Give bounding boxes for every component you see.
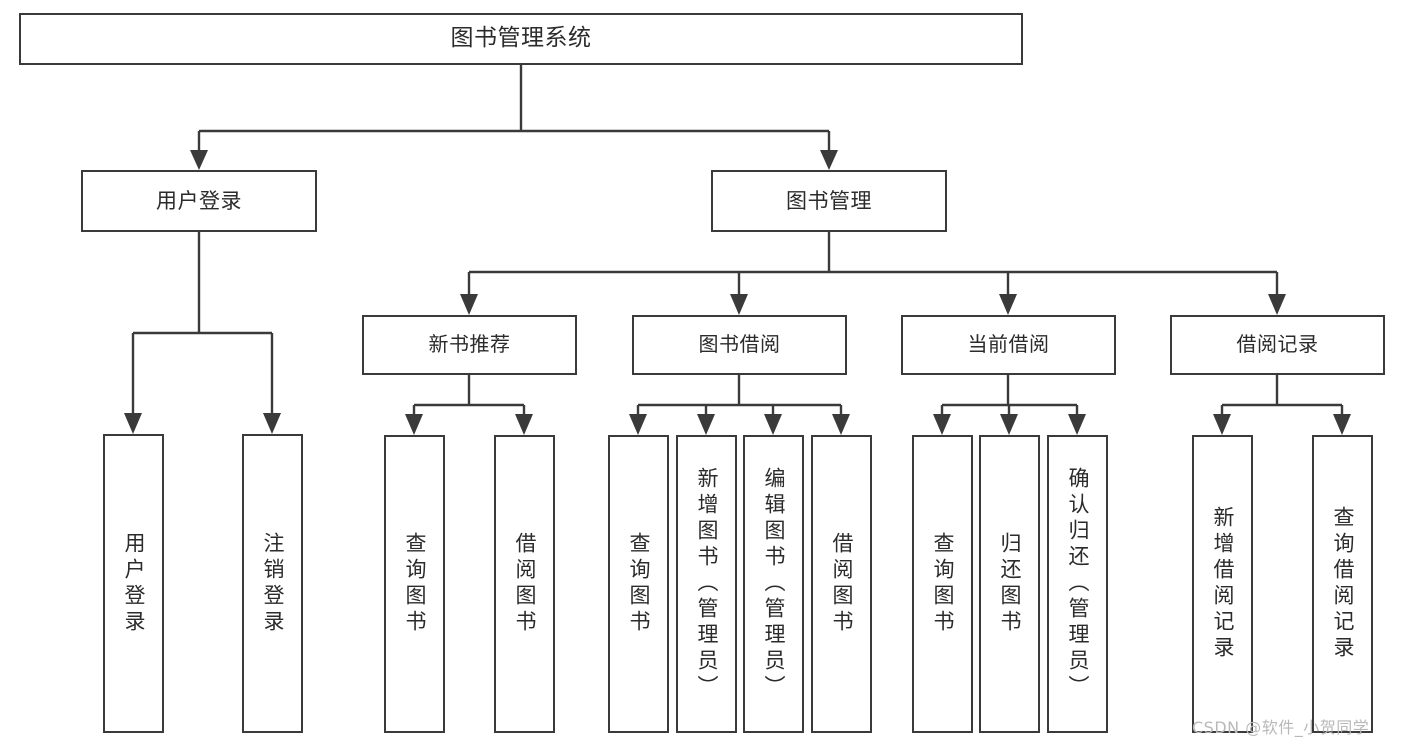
arrow-head-current-borrow — [999, 294, 1017, 315]
node-label: 注销登录 — [261, 531, 285, 636]
arrow-head-user-login — [190, 150, 208, 170]
node-label: 查询借阅记录 — [1331, 506, 1355, 662]
arrow-head-book-borrow — [730, 294, 748, 315]
node-label: 编辑图书（管理员） — [762, 467, 786, 701]
arrow-head-leaf-logout-login — [263, 413, 281, 434]
node-label: 查询图书 — [627, 532, 651, 636]
arrow-head-leaf-query-book-3 — [933, 414, 951, 435]
node-leaf-borrow-book-1[interactable]: 借阅图书 — [494, 435, 555, 733]
node-leaf-borrow-book-2[interactable]: 借阅图书 — [811, 435, 872, 733]
node-leaf-confirm-return[interactable]: 确认归还（管理员） — [1047, 435, 1108, 733]
node-label: 借阅记录 — [1236, 332, 1319, 357]
arrow-head-borrow-record — [1268, 294, 1286, 315]
arrow-head-leaf-add-book — [697, 414, 715, 435]
node-leaf-query-book-1[interactable]: 查询图书 — [384, 435, 445, 733]
node-borrow-record[interactable]: 借阅记录 — [1170, 315, 1385, 375]
node-leaf-query-record[interactable]: 查询借阅记录 — [1312, 435, 1373, 733]
node-label: 图书管理 — [786, 188, 872, 213]
node-leaf-return-book[interactable]: 归还图书 — [979, 435, 1040, 733]
node-label: 当前借阅 — [967, 332, 1050, 357]
node-label: 新增借阅记录 — [1211, 506, 1235, 662]
arrow-head-book-management — [820, 150, 838, 170]
node-label: 借阅图书 — [513, 532, 537, 636]
arrow-head-leaf-confirm-return — [1068, 414, 1086, 435]
node-label: 新增图书（管理员） — [695, 467, 719, 701]
arrow-head-leaf-borrow-book-2 — [832, 414, 850, 435]
arrow-head-leaf-query-book-1 — [405, 414, 423, 435]
node-leaf-user-login[interactable]: 用户登录 — [103, 434, 164, 733]
node-book-management[interactable]: 图书管理 — [711, 170, 947, 232]
csdn-watermark: CSDN @软件_小贺同学 — [1192, 718, 1370, 737]
node-label: 图书借阅 — [698, 332, 781, 357]
node-leaf-edit-book[interactable]: 编辑图书（管理员） — [743, 435, 804, 733]
arrow-head-leaf-user-login — [124, 413, 142, 434]
arrow-head-leaf-query-record — [1333, 414, 1351, 435]
arrow-head-new-book-recommend — [460, 294, 478, 315]
arrow-head-leaf-query-book-2 — [629, 414, 647, 435]
arrow-head-leaf-return-book — [1000, 414, 1018, 435]
node-leaf-logout-login[interactable]: 注销登录 — [242, 434, 303, 733]
node-label: 查询图书 — [931, 532, 955, 636]
node-current-borrow[interactable]: 当前借阅 — [901, 315, 1116, 375]
arrow-head-leaf-add-record — [1213, 414, 1231, 435]
node-label: 借阅图书 — [830, 532, 854, 636]
node-user-login[interactable]: 用户登录 — [81, 170, 317, 232]
node-label: 新书推荐 — [428, 332, 511, 357]
node-label: 用户登录 — [122, 531, 146, 636]
node-label: 用户登录 — [156, 188, 242, 213]
node-leaf-add-record[interactable]: 新增借阅记录 — [1192, 435, 1253, 733]
node-label: 归还图书 — [998, 532, 1022, 636]
node-label: 确认归还（管理员） — [1066, 467, 1090, 701]
node-book-borrow[interactable]: 图书借阅 — [632, 315, 847, 375]
node-root-system[interactable]: 图书管理系统 — [19, 13, 1023, 65]
node-label: 图书管理系统 — [450, 25, 592, 52]
node-leaf-add-book[interactable]: 新增图书（管理员） — [676, 435, 737, 733]
node-label: 查询图书 — [403, 532, 427, 636]
node-leaf-query-book-2[interactable]: 查询图书 — [608, 435, 669, 733]
node-new-book-recommend[interactable]: 新书推荐 — [362, 315, 577, 375]
arrow-head-leaf-edit-book — [764, 414, 782, 435]
node-leaf-query-book-3[interactable]: 查询图书 — [912, 435, 973, 733]
arrow-head-leaf-borrow-book-1 — [515, 414, 533, 435]
